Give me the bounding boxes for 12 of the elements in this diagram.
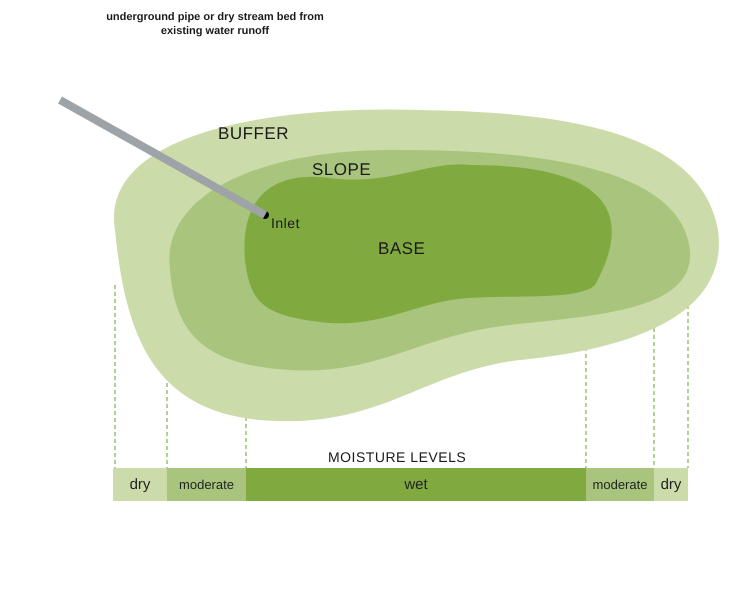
inlet-label: Inlet bbox=[271, 215, 300, 231]
moisture-segment: wet bbox=[246, 468, 586, 501]
zone-label: BASE bbox=[378, 239, 426, 259]
pipe-caption: underground pipe or dry stream bed from existing water runoff bbox=[105, 10, 325, 38]
moisture-segment: moderate bbox=[167, 468, 246, 501]
pipe bbox=[58, 96, 267, 218]
section-heading: MOISTURE LEVELS bbox=[328, 449, 466, 465]
zone-label: SLOPE bbox=[312, 160, 372, 180]
zone-label: BUFFER bbox=[218, 124, 289, 144]
moisture-segment: moderate bbox=[586, 468, 654, 501]
moisture-segment: dry bbox=[113, 468, 167, 501]
moisture-segment: dry bbox=[654, 468, 688, 501]
